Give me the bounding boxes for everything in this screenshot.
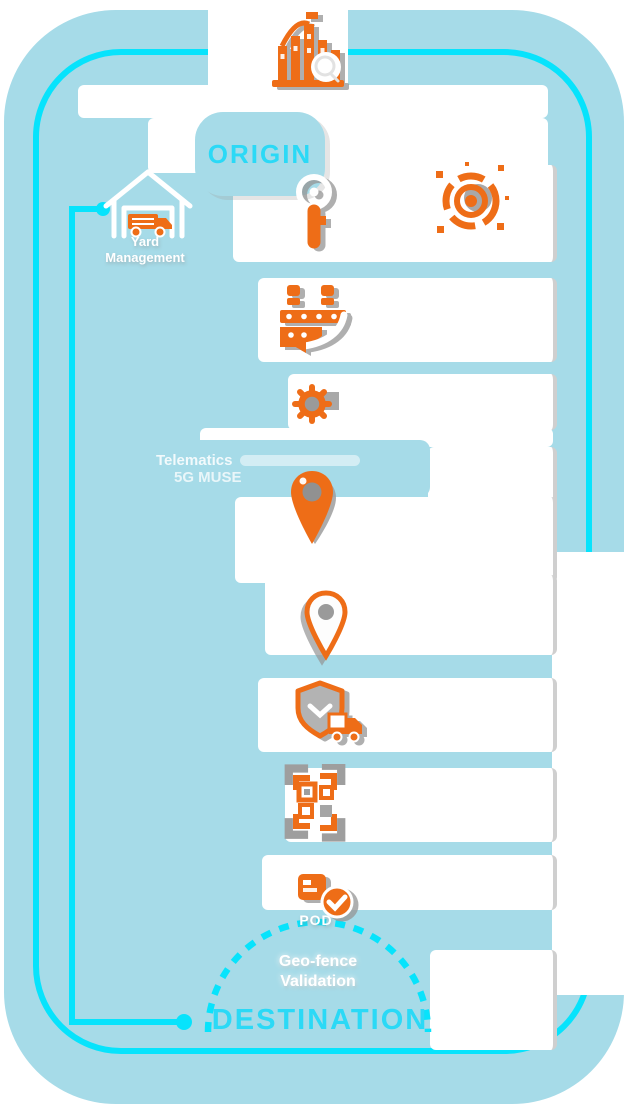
faded-text-tail bbox=[240, 454, 361, 466]
pin-outline-icon bbox=[303, 590, 353, 662]
origin-label: ORIGIN bbox=[207, 138, 313, 169]
faded-card bbox=[235, 497, 557, 583]
geofence-label-line2: Validation bbox=[280, 973, 356, 990]
connector-destination-dot bbox=[176, 1014, 192, 1030]
geofence-arc bbox=[195, 915, 445, 1045]
qr-code-icon bbox=[284, 764, 346, 844]
gps-target-icon bbox=[432, 162, 510, 240]
telematics-label-line1: Telematics bbox=[156, 451, 233, 469]
shield-truck-icon bbox=[293, 680, 373, 750]
yard-management-label: Yard Management bbox=[80, 234, 210, 266]
connector-line bbox=[69, 1019, 181, 1025]
gear-icon bbox=[290, 380, 346, 428]
connector-line bbox=[69, 206, 75, 1022]
geofence-validation-label: Geo-fence Validation bbox=[238, 952, 398, 992]
yard-label-line2: Management bbox=[105, 250, 185, 265]
scan-badge-icon bbox=[307, 48, 347, 88]
magnifier-icon bbox=[293, 170, 341, 256]
warehouse-truck-icon bbox=[102, 164, 194, 242]
yard-label-line1: Yard bbox=[130, 234, 160, 249]
pod-label: POD bbox=[299, 912, 333, 928]
faded-card bbox=[78, 85, 548, 118]
connector-line bbox=[72, 206, 104, 212]
faded-card bbox=[430, 950, 557, 1050]
faded-card bbox=[233, 165, 557, 262]
destination-label: DESTINATION bbox=[211, 1004, 429, 1036]
telematics-strip: Telematics 5G MUSE bbox=[140, 440, 430, 497]
telematics-label-line2: 5G MUSE bbox=[174, 468, 242, 486]
geofence-label-line1: Geo-fence bbox=[278, 953, 358, 970]
right-border-fade bbox=[552, 552, 624, 995]
loading-dock-icon bbox=[278, 283, 352, 357]
location-pin-icon bbox=[286, 468, 340, 548]
pod-check-icon bbox=[296, 862, 356, 926]
